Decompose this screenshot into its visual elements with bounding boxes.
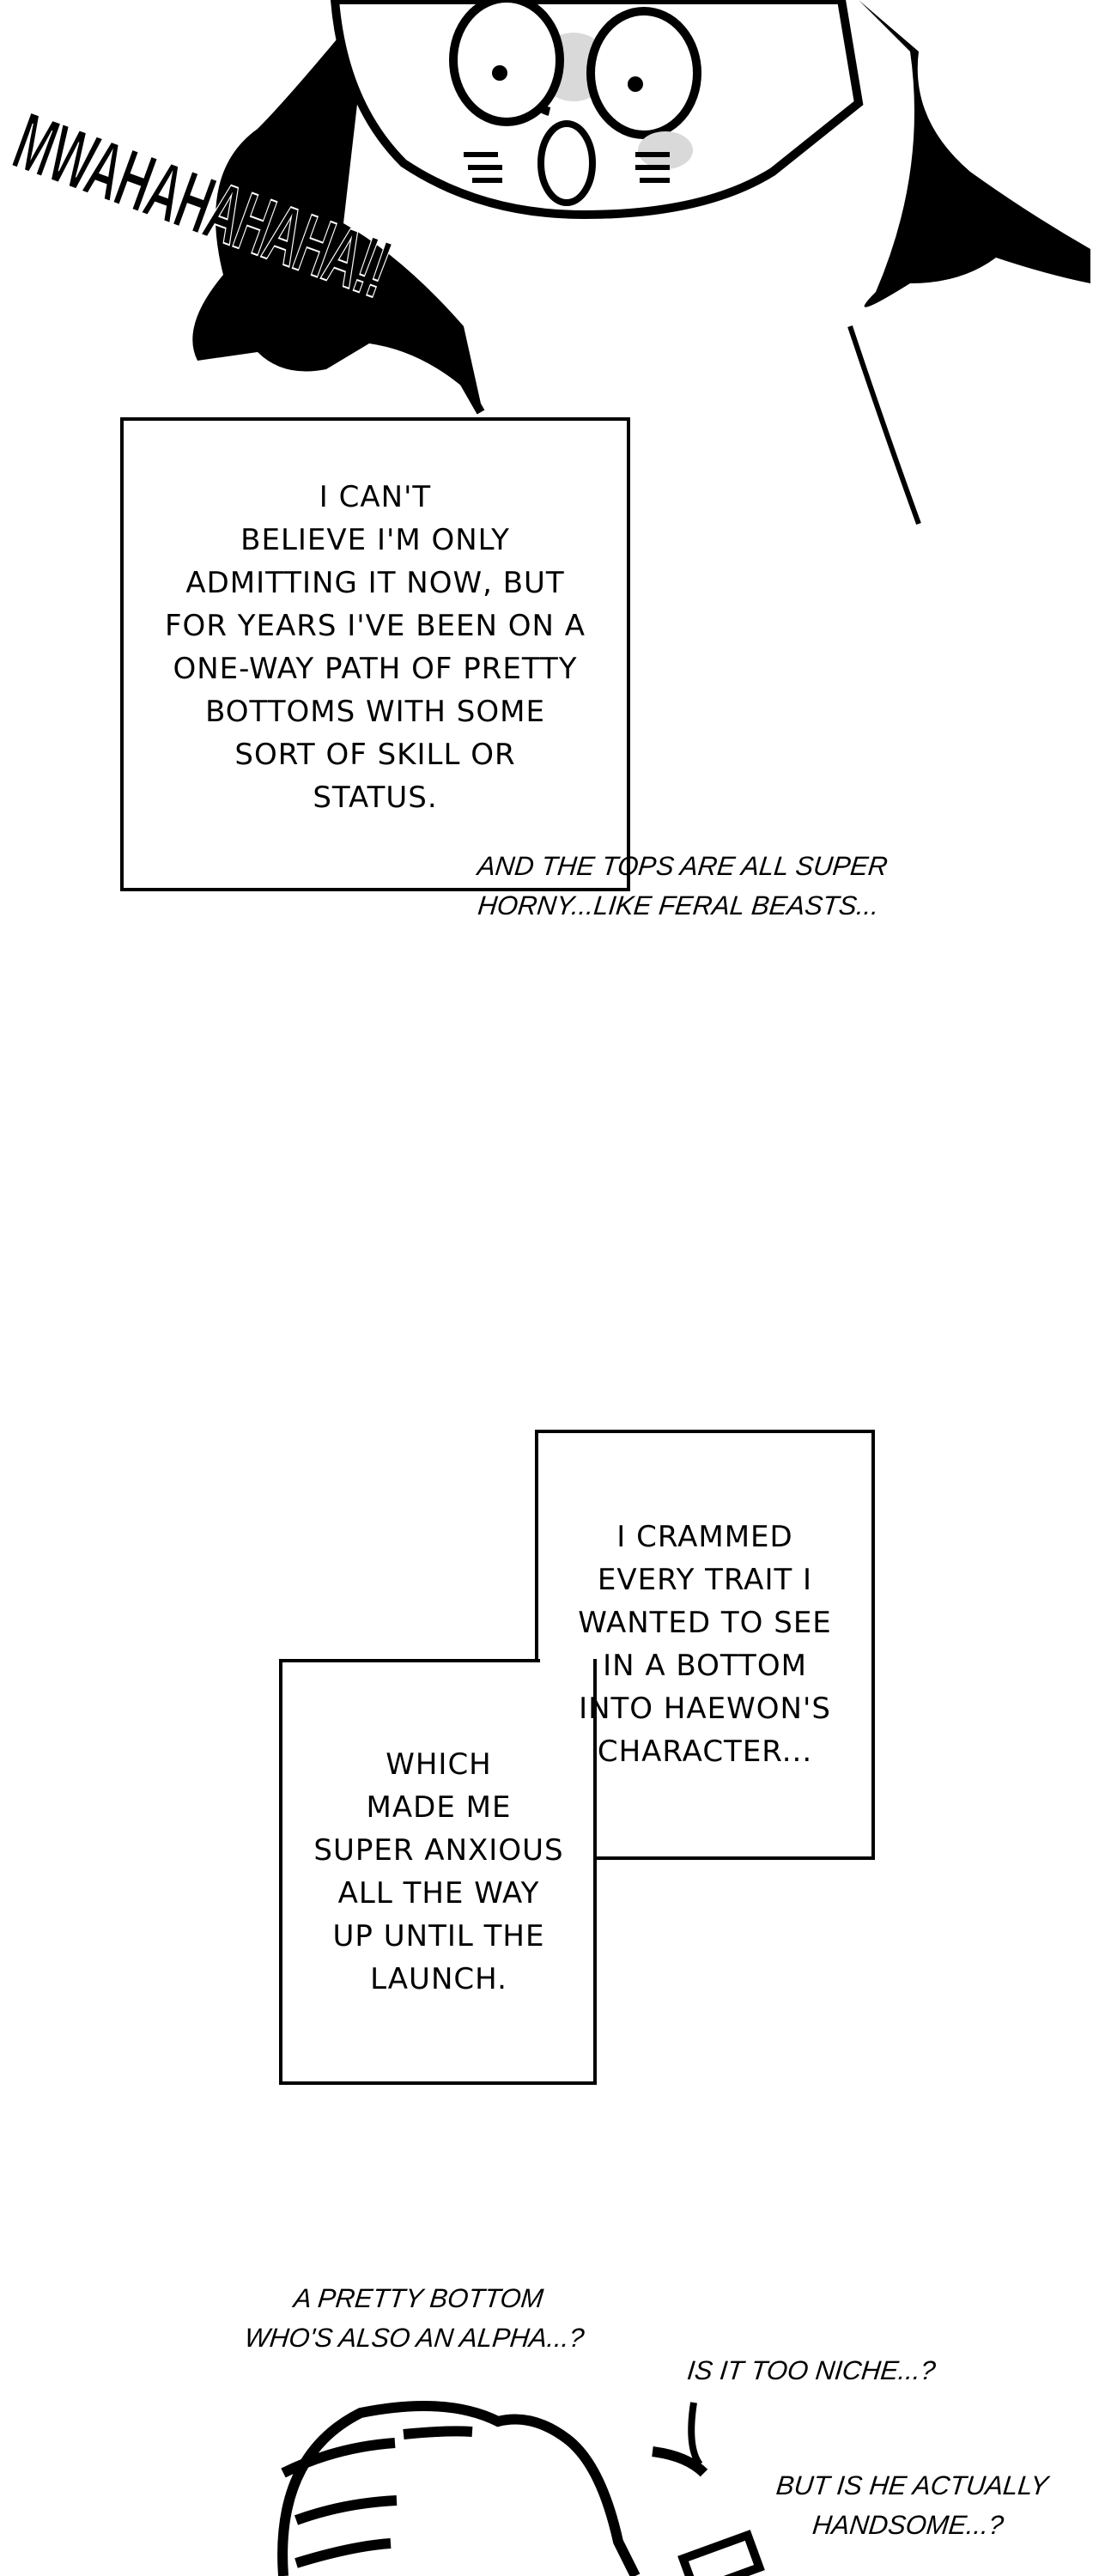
narration-text-lower: WHICH MADE ME SUPER ANXIOUS ALL THE WAY … [313,1747,564,1996]
aside-text-tops: AND THE TOPS ARE ALL SUPER HORNY...LIKE … [476,851,890,920]
thought-too-niche: IS IT TOO NICHE...? [685,2355,938,2385]
box-overlap-mask [540,1656,593,1856]
thought-pretty-bottom: A PRETTY BOTTOM WHO'S ALSO AN ALPHA...? [243,2283,586,2353]
thought-handsome: BUT IS HE ACTUALLY HANDSOME...? [774,2470,1050,2540]
bird-character-illustration [192,0,1090,526]
narration-text-upper: I CRAMMED EVERY TRAIT I WANTED TO SEE IN… [578,1520,832,1769]
narration-box-1: I CAN'T BELIEVE I'M ONLY ADMITTING IT NO… [120,417,630,891]
narration-text-1: I CAN'T BELIEVE I'M ONLY ADMITTING IT NO… [165,480,586,815]
